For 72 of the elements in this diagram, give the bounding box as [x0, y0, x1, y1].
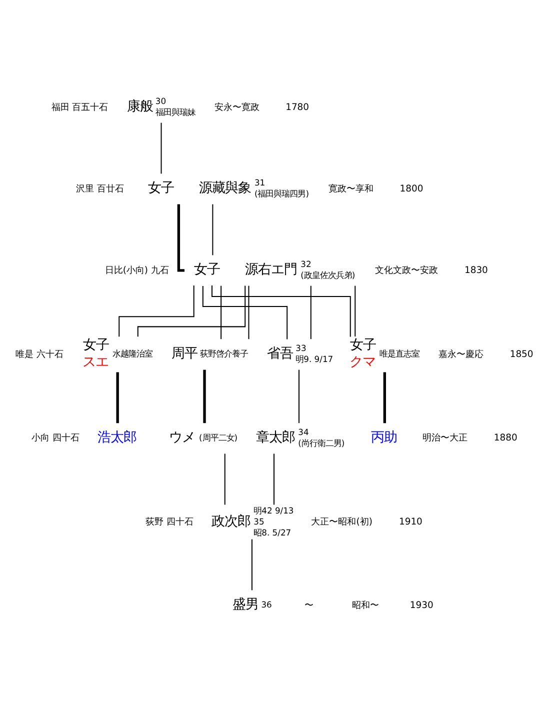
connector [160, 122, 162, 174]
node-text: 丙助 [371, 430, 398, 446]
label: 福田 百五十石 [51, 101, 108, 112]
connector [203, 369, 206, 423]
node-label: 水越隆治室 [112, 348, 153, 358]
connector [354, 285, 356, 336]
node-text: 源藏與象 [199, 180, 252, 196]
connector [383, 372, 386, 423]
node-text: 周平 [171, 346, 198, 362]
label: 寛政〜享和 [328, 182, 374, 194]
connector [274, 453, 275, 504]
connector [224, 453, 226, 504]
node-text: 章太郎 [256, 430, 296, 446]
connector [202, 285, 288, 339]
label: 1800 [400, 182, 424, 194]
node-text: 女子 [194, 262, 220, 278]
label: 文化文政〜安政 [375, 264, 438, 276]
label: 1910 [398, 516, 422, 527]
node-text: 女子 [148, 180, 174, 196]
label: 1880 [494, 432, 518, 444]
label: 明治〜大正 [422, 432, 468, 444]
label: 昭和〜 [352, 599, 379, 610]
label: 1850 [510, 348, 534, 360]
connector [220, 285, 222, 339]
connector [298, 369, 300, 423]
node-text: 女子 クマ [349, 338, 376, 370]
node-text: 源右エ門 [245, 262, 298, 278]
connector [177, 204, 184, 272]
label: 日比(小向) 九石 [104, 264, 169, 276]
node-label: 明9. 9/17 [296, 353, 334, 364]
connector [137, 285, 246, 336]
label: 〜 [304, 599, 314, 610]
label: 小向 四十石 [31, 432, 80, 444]
label: 沢里 百廿石 [76, 182, 124, 194]
node-label: (尚行衛二男) [298, 437, 345, 448]
node-text: ウメ [168, 430, 195, 446]
connector [310, 285, 312, 339]
connector [248, 285, 250, 339]
label: 大正〜昭和(初) [311, 516, 372, 527]
node-text: 康般 [126, 99, 153, 114]
node-label: 36 [261, 599, 272, 610]
node-label: 明42 9/13 [254, 505, 294, 516]
node-text: 女子 スエ [82, 338, 110, 370]
label: 嘉永〜慶応 [438, 348, 484, 360]
node-text: 浩太郎 [97, 430, 136, 446]
node-label: (周平二女) [199, 432, 238, 442]
node-text: 省吾 [267, 346, 294, 362]
node-text: 政次郎 [212, 514, 251, 530]
label: 1830 [464, 264, 488, 276]
connector [211, 285, 351, 336]
connector [251, 538, 252, 590]
label: 安永〜寛政 [214, 101, 260, 112]
connector [116, 372, 119, 423]
node-label: (政皇佐次兵弟) [300, 269, 356, 280]
node-label: 31 [254, 177, 266, 188]
label: 唯是 六十石 [16, 348, 64, 360]
node-label: (福田與瑞四男) [254, 188, 310, 198]
label: 1930 [410, 599, 434, 610]
node-label: 荻野啓介養子 [200, 348, 248, 358]
label: 荻野 四十石 [146, 516, 194, 527]
connector [118, 285, 194, 336]
node-label: 33 [296, 342, 306, 353]
node-label: 35 [254, 516, 264, 526]
node-label: 昭8. 5/27 [254, 526, 292, 537]
node-label: 唯是直志室 [380, 348, 420, 358]
node-label: 福田與瑞妹 [155, 106, 196, 117]
connector [212, 204, 214, 255]
node-label: 32 [300, 258, 312, 269]
label: 1780 [286, 101, 310, 112]
node-label: 30 [155, 96, 166, 106]
node-text: 盛男 [232, 597, 259, 612]
node-label: 34 [298, 426, 309, 437]
